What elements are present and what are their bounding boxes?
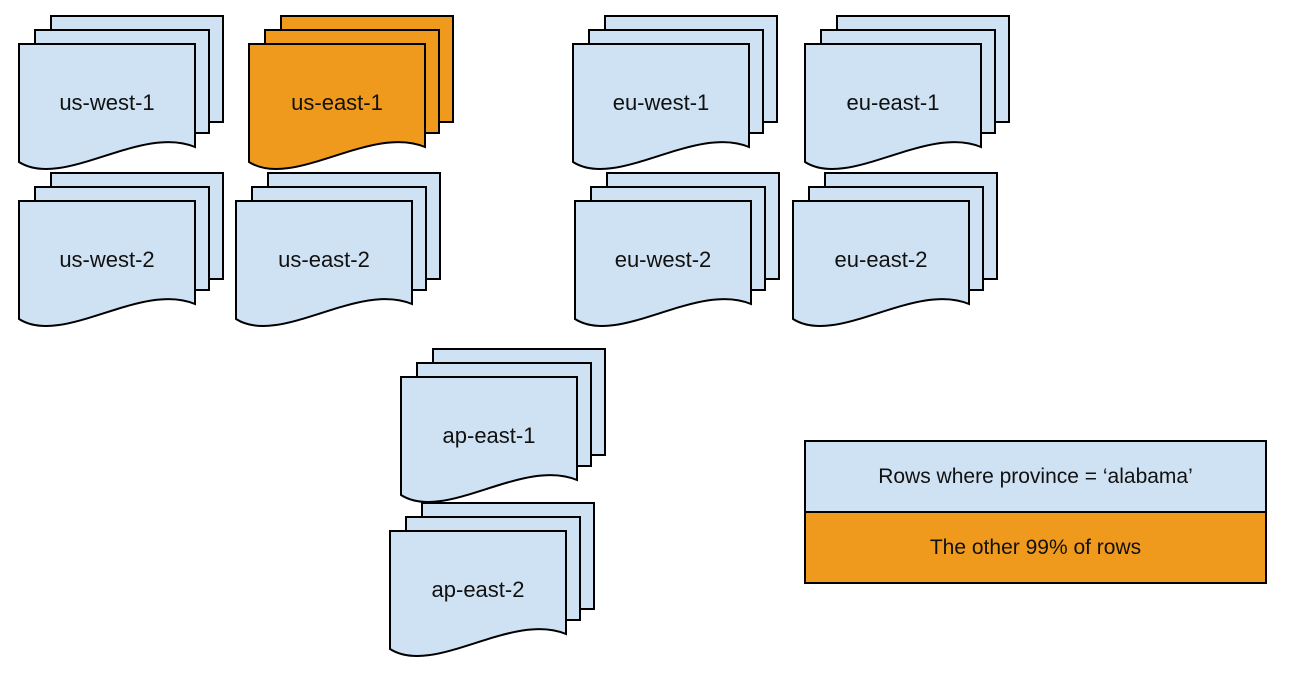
region-stack-eu-east-2: eu-east-2 bbox=[792, 172, 999, 329]
legend: Rows where province = ‘alabama’ The othe… bbox=[804, 440, 1267, 584]
region-stack-us-east-2: us-east-2 bbox=[235, 172, 442, 329]
document-stack-icon bbox=[235, 172, 441, 328]
legend-item-label: Rows where province = ‘alabama’ bbox=[878, 464, 1193, 488]
region-stack-us-west-2: us-west-2 bbox=[18, 172, 225, 329]
document-stack-icon bbox=[792, 172, 998, 328]
document-stack-icon bbox=[18, 15, 224, 171]
region-stack-us-east-1: us-east-1 bbox=[248, 15, 455, 172]
legend-item-other-rows: The other 99% of rows bbox=[806, 513, 1265, 582]
document-stack-icon bbox=[572, 15, 778, 171]
document-stack-icon bbox=[248, 15, 454, 171]
document-stack-icon bbox=[18, 172, 224, 328]
region-stack-ap-east-1: ap-east-1 bbox=[400, 348, 607, 505]
legend-item-label: The other 99% of rows bbox=[929, 535, 1142, 559]
document-stack-icon bbox=[574, 172, 780, 328]
region-stack-eu-east-1: eu-east-1 bbox=[804, 15, 1011, 172]
region-stack-eu-west-1: eu-west-1 bbox=[572, 15, 779, 172]
document-stack-icon bbox=[804, 15, 1010, 171]
legend-item-alabama-rows: Rows where province = ‘alabama’ bbox=[806, 442, 1265, 513]
document-stack-icon bbox=[389, 502, 595, 658]
document-stack-icon bbox=[400, 348, 606, 504]
region-stack-eu-west-2: eu-west-2 bbox=[574, 172, 781, 329]
region-stack-us-west-1: us-west-1 bbox=[18, 15, 225, 172]
region-stack-ap-east-2: ap-east-2 bbox=[389, 502, 596, 659]
